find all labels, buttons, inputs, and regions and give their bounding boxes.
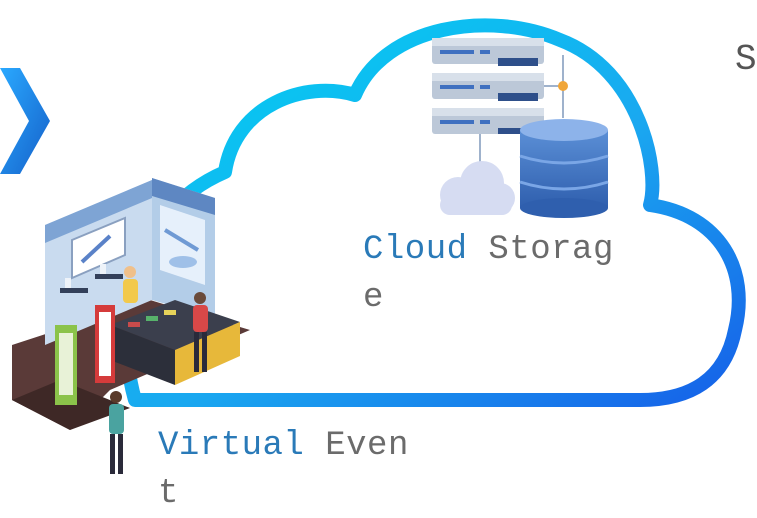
database-icon xyxy=(519,119,609,218)
exhibition-booth-illustration xyxy=(12,178,250,474)
virtual-event-rest: Even xyxy=(304,427,409,465)
cloud-storage-wrap: e xyxy=(363,279,384,317)
cloud-outline xyxy=(119,18,746,407)
cloud-storage-accent: Cloud xyxy=(363,231,468,269)
edge-letter: S xyxy=(735,39,757,80)
small-cloud-icon xyxy=(440,161,515,215)
chevron-right-icon xyxy=(0,68,50,174)
cloud-storage-rest: Storag xyxy=(467,231,614,269)
virtual-event-accent: Virtual xyxy=(158,427,305,465)
server-rack-icon xyxy=(432,38,568,180)
virtual-event-label: Virtual Even t xyxy=(158,422,478,518)
virtual-event-wrap: t xyxy=(158,475,179,513)
cloud-storage-label: Cloud Storag e xyxy=(363,226,673,322)
